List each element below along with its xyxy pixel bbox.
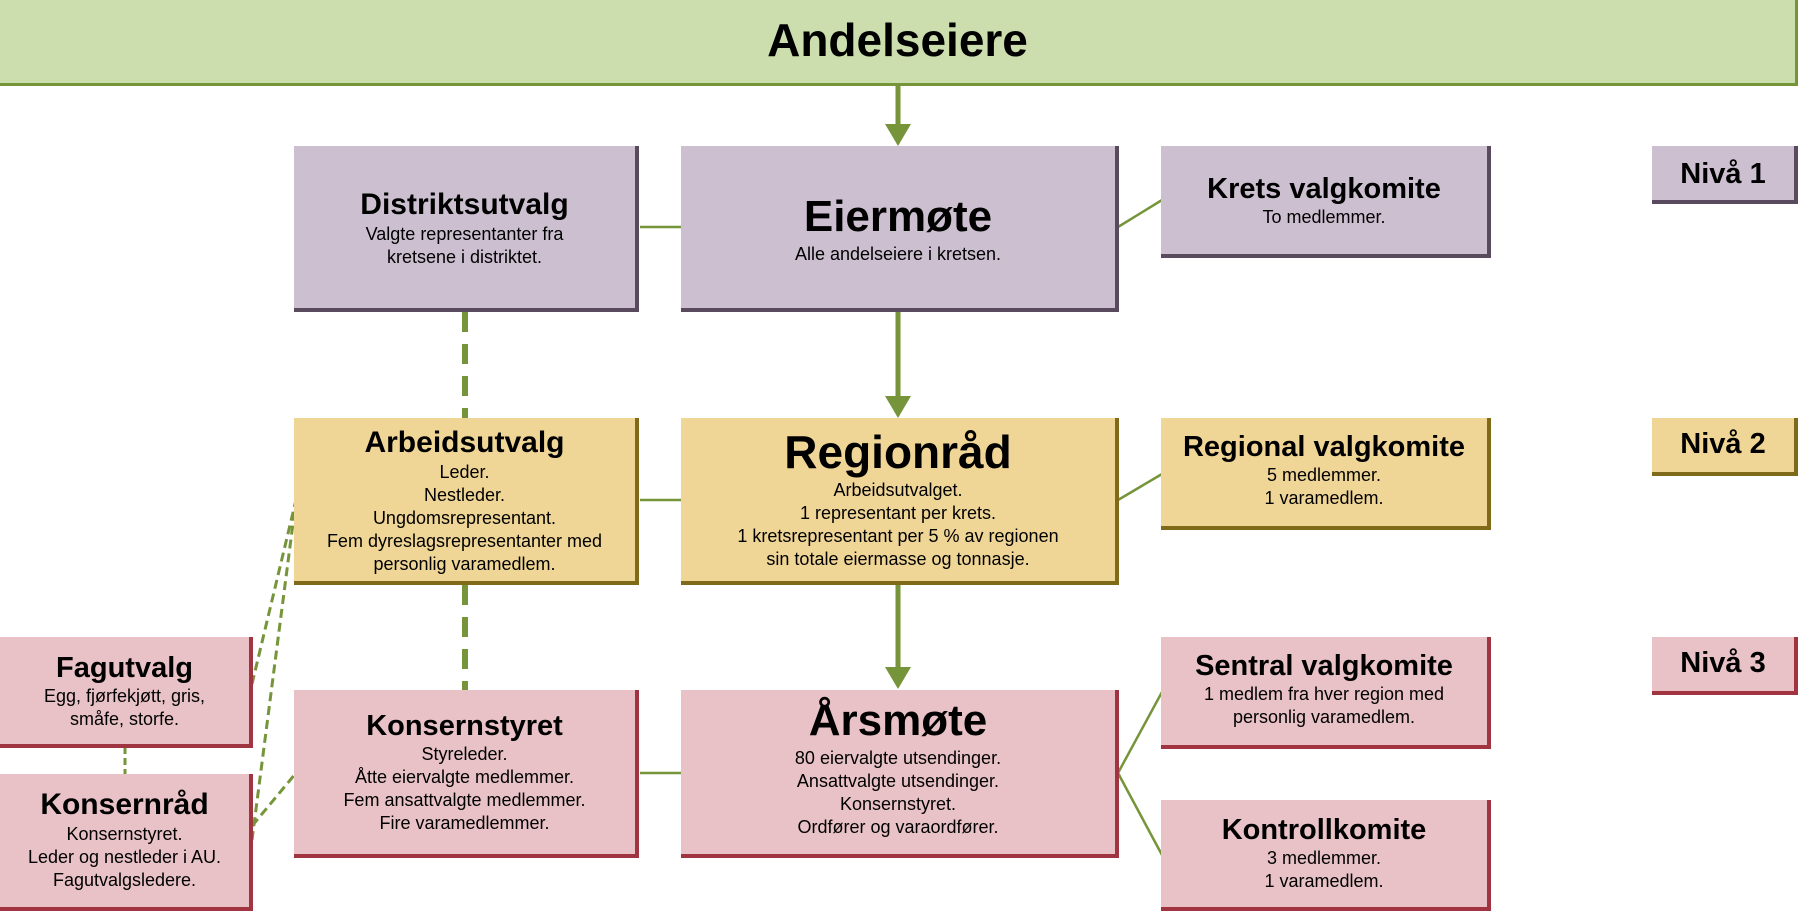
arsmote-line-1: 80 eiervalgte utsendinger. <box>794 747 1002 768</box>
sentral-valgkomite-title: Sentral valgkomite <box>1195 650 1453 682</box>
eiermote-box: Eiermøte Alle andelseiere i kretsen. <box>681 146 1119 312</box>
konsernrad-line-3: Fagutvalgsledere. <box>52 869 197 890</box>
arbeidsutvalg-line-1: Leder. <box>439 461 490 482</box>
link-kontrollkomite <box>1116 772 1164 856</box>
fagutvalg-title: Fagutvalg <box>56 652 193 684</box>
dashed-fagutvalg-arbeid <box>250 499 298 685</box>
niva-3-label-box: Nivå 3 <box>1652 637 1798 695</box>
arrowhead-regionrad <box>885 396 911 418</box>
regionrad-line-3: 1 kretsrepresentant per 5 % av regionen <box>737 525 1059 546</box>
eiermote-line-1: Alle andelseiere i kretsen. <box>794 243 1002 264</box>
niva-2-label: Nivå 2 <box>1680 428 1766 460</box>
kontrollkomite-line-1: 3 medlemmer. <box>1266 848 1382 869</box>
fagutvalg-line-1: Egg, fjørfekjøtt, gris, <box>43 686 206 707</box>
arbeidsutvalg-line-2: Nestleder. <box>423 484 506 505</box>
krets-valgkomite-line-1: To medlemmer. <box>1262 207 1386 228</box>
konsernstyret-title: Konsernstyret <box>366 710 563 742</box>
arrowhead-eiermote <box>885 124 911 146</box>
regionrad-line-2: 1 representant per krets. <box>799 502 997 523</box>
distriktsutvalg-title: Distriktsutvalg <box>360 188 569 221</box>
fagutvalg-line-2: småfe, storfe. <box>69 709 180 730</box>
regionrad-line-1: Arbeidsutvalget. <box>833 479 963 500</box>
regional-valgkomite-line-2: 1 varamedlem. <box>1264 488 1384 509</box>
arbeidsutvalg-line-5: personlig varamedlem. <box>373 553 556 574</box>
arsmote-line-2: Ansattvalgte utsendinger. <box>796 770 1000 791</box>
kontrollkomite-title: Kontrollkomite <box>1221 814 1427 846</box>
arbeidsutvalg-box: Arbeidsutvalg Leder. Nestleder. Ungdomsr… <box>294 418 639 585</box>
konsernstyret-line-1: Styreleder. <box>421 744 508 765</box>
konsernrad-box: Konsernråd Konsernstyret. Leder og nestl… <box>0 774 253 911</box>
sentral-valgkomite-box: Sentral valgkomite 1 medlem fra hver reg… <box>1161 637 1491 749</box>
niva-1-label: Nivå 1 <box>1680 158 1766 190</box>
dashed-konsernrad-konsernstyret <box>250 772 298 827</box>
konsernrad-line-1: Konsernstyret. <box>66 823 183 844</box>
arbeidsutvalg-title: Arbeidsutvalg <box>364 426 565 459</box>
niva-2-label-box: Nivå 2 <box>1652 418 1798 476</box>
kontrollkomite-box: Kontrollkomite 3 medlemmer. 1 varamedlem… <box>1161 800 1491 911</box>
konsernstyret-line-2: Åtte eiervalgte medlemmer. <box>354 767 575 788</box>
krets-valgkomite-box: Krets valgkomite To medlemmer. <box>1161 146 1491 258</box>
arsmote-title: Årsmøte <box>808 696 988 745</box>
niva-1-label-box: Nivå 1 <box>1652 146 1798 204</box>
sentral-valgkomite-line-1: 1 medlem fra hver region med <box>1203 684 1445 705</box>
regionrad-box: Regionråd Arbeidsutvalget. 1 representan… <box>681 418 1119 585</box>
regionrad-title: Regionråd <box>784 426 1012 478</box>
niva-3-label: Nivå 3 <box>1680 647 1766 679</box>
konsernrad-title: Konsernråd <box>40 788 209 821</box>
regionrad-line-4: sin totale eiermasse og tonnasje. <box>766 548 1030 569</box>
krets-valgkomite-title: Krets valgkomite <box>1207 173 1441 205</box>
dashed-konsernrad-arbeid <box>250 499 298 841</box>
arbeidsutvalg-line-4: Fem dyreslagsrepresentanter med <box>326 530 603 551</box>
link-regional-valgkomite <box>1117 472 1163 502</box>
regional-valgkomite-box: Regional valgkomite 5 medlemmer. 1 varam… <box>1161 418 1491 530</box>
regional-valgkomite-title: Regional valgkomite <box>1182 431 1465 463</box>
andelseiere-banner: Andelseiere <box>0 0 1798 86</box>
sentral-valgkomite-line-2: personlig varamedlem. <box>1232 707 1416 728</box>
regional-valgkomite-line-1: 5 medlemmer. <box>1266 465 1382 486</box>
konsernstyret-box: Konsernstyret Styreleder. Åtte eiervalgt… <box>294 690 639 858</box>
arsmote-line-3: Konsernstyret. <box>839 793 957 814</box>
konsernstyret-line-4: Fire varamedlemmer. <box>379 813 550 834</box>
distriktsutvalg-box: Distriktsutvalg Valgte representanter fr… <box>294 146 639 312</box>
distriktsutvalg-line-2: kretsene i distriktet. <box>386 246 543 267</box>
link-sentral-valgkomite <box>1116 691 1164 774</box>
arsmote-box: Årsmøte 80 eiervalgte utsendinger. Ansat… <box>681 690 1119 858</box>
kontrollkomite-line-2: 1 varamedlem. <box>1264 871 1384 892</box>
eiermote-title: Eiermøte <box>803 192 993 241</box>
fagutvalg-box: Fagutvalg Egg, fjørfekjøtt, gris, småfe,… <box>0 637 253 748</box>
distriktsutvalg-line-1: Valgte representanter fra <box>365 223 564 244</box>
arrowhead-arsmote <box>885 667 911 689</box>
arsmote-line-4: Ordfører og varaordfører. <box>797 816 999 837</box>
konsernrad-line-2: Leder og nestleder i AU. <box>27 846 222 867</box>
andelseiere-title: Andelseiere <box>767 14 1028 66</box>
link-krets-valgkomite <box>1117 198 1163 229</box>
arbeidsutvalg-line-3: Ungdomsrepresentant. <box>372 507 557 528</box>
konsernstyret-line-3: Fem ansattvalgte medlemmer. <box>343 790 586 811</box>
